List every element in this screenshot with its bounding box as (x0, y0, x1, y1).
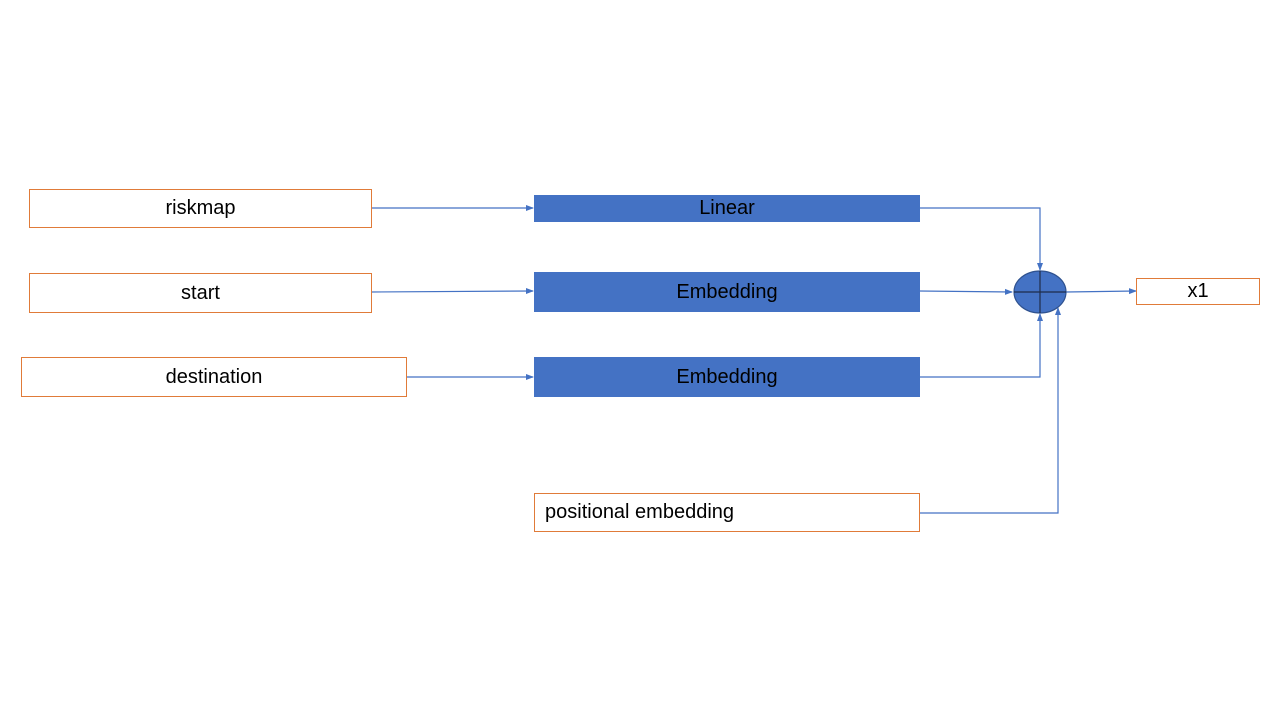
embedding-destination-layer-label: Embedding (676, 365, 778, 388)
linear-layer-label: Linear (699, 197, 755, 219)
embedding-start-layer-label: Embedding (676, 280, 778, 303)
start-label: start (181, 281, 220, 304)
x1-output-box: x1 (1136, 278, 1260, 305)
start-input-box: start (29, 273, 372, 313)
embedding-start-layer-box: Embedding (534, 272, 920, 312)
arrow-sum-to-output (1065, 288, 1137, 295)
destination-label: destination (165, 365, 263, 388)
riskmap-input-box: riskmap (29, 189, 372, 228)
arrow-start-to-embedding (370, 288, 534, 295)
arrow-linear-to-sum (919, 207, 1043, 271)
arrow-positional-to-sum (919, 307, 1061, 514)
positional-embedding-label: positional embedding (545, 501, 735, 523)
x1-output-label: x1 (1187, 280, 1209, 302)
sum-node (1013, 270, 1067, 314)
embedding-destination-layer-box: Embedding (534, 357, 920, 397)
arrow-embedding-destination-to-sum (919, 313, 1043, 378)
positional-embedding-input-box: positional embedding (534, 493, 920, 532)
arrow-embedding-start-to-sum (918, 288, 1013, 295)
destination-input-box: destination (21, 357, 407, 397)
riskmap-label: riskmap (165, 197, 236, 219)
linear-layer-box: Linear (534, 195, 920, 222)
